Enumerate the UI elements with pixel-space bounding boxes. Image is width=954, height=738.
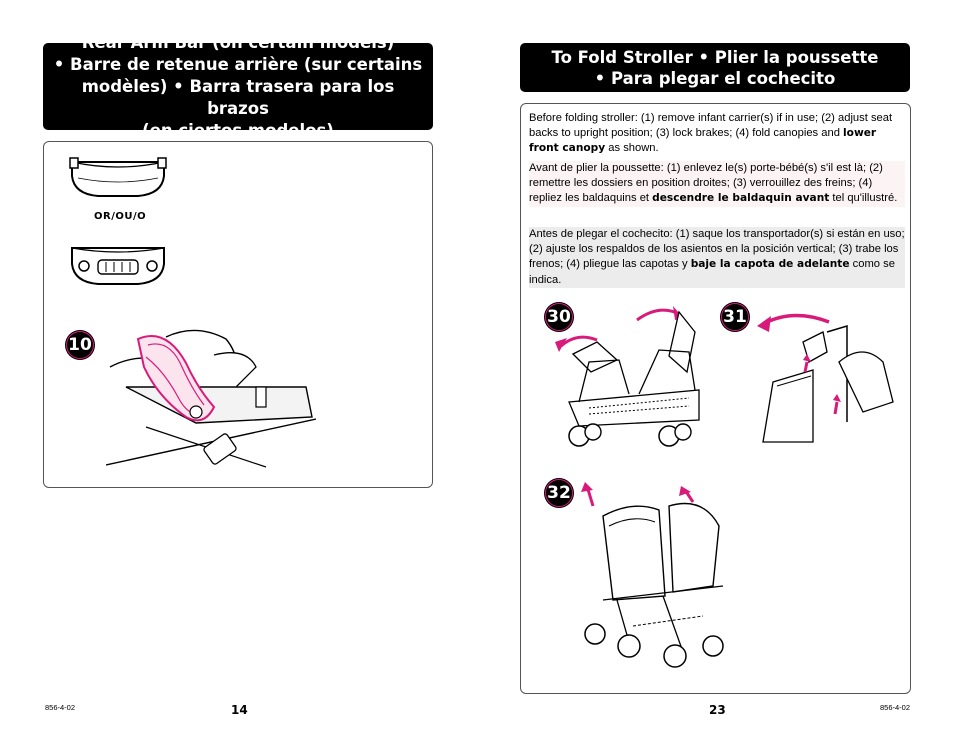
or-label: OR/OU/O: [94, 211, 147, 222]
instructions-spanish: Antes de plegar el cochecito: (1) saque …: [529, 227, 905, 288]
instructions-french: Avant de plier la poussette: (1) enlevez…: [529, 161, 905, 207]
fold-stroller-panel: Before folding stroller: (1) remove infa…: [520, 103, 911, 694]
right-section-header: To Fold Stroller • Plier la poussette • …: [520, 43, 910, 92]
header-line: modèles) • Barra trasera para los brazos: [81, 76, 395, 118]
left-page-number: 14: [231, 703, 248, 717]
step-number-31: 31: [721, 303, 749, 331]
step-number-10: 10: [66, 331, 94, 359]
header-line: To Fold Stroller • Plier la poussette: [551, 47, 879, 67]
header-line: • Barre de retenue arrière (sur certains: [53, 54, 423, 74]
left-page-code: 856-4-02: [45, 703, 76, 712]
arm-bar-tray-illustration: [71, 247, 165, 285]
header-line: • Para plegar el cochecito: [594, 68, 836, 88]
step-number-30: 30: [545, 303, 573, 331]
step-30-canopy-fold-illustration: [555, 306, 700, 447]
header-line: (en ciertos modelos): [142, 120, 334, 140]
right-page-code: 856-4-02: [880, 703, 911, 712]
step-number-32: 32: [545, 479, 573, 507]
left-section-header: Rear Arm Bar (on certain models) • Barre…: [43, 33, 433, 140]
header-line: Rear Arm Bar (on certain models): [81, 32, 395, 52]
arm-bar-plain-illustration: [69, 157, 167, 197]
right-page-number: 23: [709, 703, 726, 717]
instructions-english: Before folding stroller: (1) remove infa…: [529, 112, 893, 155]
step-32-folding-stroller-illustration: [581, 482, 724, 668]
rear-arm-bar-panel: OR/OU/O 10: [43, 141, 433, 488]
step-31-fold-latch-illustration: [757, 313, 894, 443]
arm-bar-attach-illustration: [106, 329, 316, 468]
